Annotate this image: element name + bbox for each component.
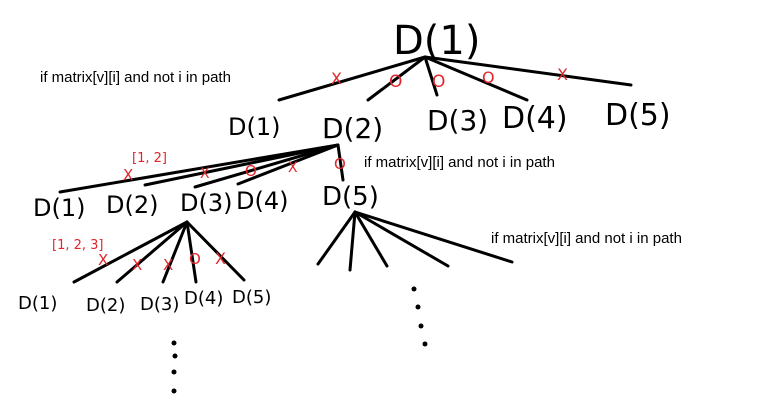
- edge-d5-child-5: [353, 210, 514, 264]
- mark-root-d4: O: [482, 68, 495, 87]
- mark-d2-d2: X: [200, 166, 210, 182]
- path-label-d3: [1, 2, 3]: [52, 238, 104, 253]
- mark-root-d1: X: [331, 69, 342, 88]
- node-level2-d1: D(1): [33, 194, 85, 222]
- condition-note-root: if matrix[v][i] and not i in path: [40, 69, 231, 86]
- node-root: D(1): [393, 18, 480, 64]
- mark-d2-d1: X: [123, 166, 133, 184]
- condition-note-d2: if matrix[v][i] and not i in path: [364, 154, 555, 171]
- edge-d2-d4: [236, 143, 340, 186]
- node-level2-d5: D(5): [322, 182, 379, 212]
- edge-d5-child-3: [353, 210, 389, 268]
- edge-d5-child-2: [348, 210, 357, 272]
- mark-d3-d3: X: [163, 256, 173, 274]
- edge-d5-child-1: [316, 210, 357, 266]
- continuation-dots-d5: [411, 286, 428, 347]
- node-level2-d4: D(4): [236, 187, 288, 215]
- path-label-d2: [1, 2]: [132, 151, 167, 166]
- edge-d3-d1: [72, 220, 189, 284]
- edge-d3-d3: [161, 220, 189, 284]
- edge-d2-d1: [58, 143, 340, 194]
- mark-d3-d5: X: [215, 249, 226, 268]
- edge-d2-d2: [143, 143, 340, 187]
- continuation-dots-d3: [171, 340, 178, 394]
- edge-root-d1: [277, 55, 427, 102]
- node-level2-d3: D(3): [180, 189, 232, 217]
- edge-d3-d2: [115, 220, 189, 284]
- node-level1-d3: D(3): [427, 104, 488, 137]
- mark-root-d3: O: [432, 72, 445, 92]
- edge-root-d3: [423, 55, 439, 97]
- mark-d3-d4: O: [189, 250, 201, 268]
- mark-d3-d2: X: [132, 256, 142, 274]
- edge-d3-d5: [185, 220, 246, 282]
- mark-d2-d3: O: [245, 162, 257, 180]
- edge-root-d2: [366, 55, 427, 102]
- edge-root-d4: [423, 55, 529, 102]
- node-level1-d5: D(5): [605, 98, 671, 133]
- node-level3-d2: D(2): [86, 295, 125, 316]
- mark-root-d5: X: [557, 65, 568, 84]
- mark-d2-d4: X: [288, 160, 298, 176]
- node-level3-d5: D(5): [232, 287, 271, 308]
- mark-d3-d1: X: [98, 251, 108, 269]
- mark-d2-d5: O: [334, 155, 346, 173]
- node-level1-d2: D(2): [322, 112, 383, 145]
- node-level1-d1: D(1): [228, 113, 280, 141]
- node-level1-d4: D(4): [502, 101, 568, 136]
- mark-root-d2: O: [389, 72, 402, 92]
- node-level2-d2: D(2): [106, 191, 158, 219]
- edge-d5-child-4: [353, 210, 450, 268]
- condition-note-d5: if matrix[v][i] and not i in path: [491, 230, 682, 247]
- node-level3-d3: D(3): [140, 294, 179, 315]
- edge-d3-d4: [185, 220, 198, 284]
- node-level3-d4: D(4): [184, 288, 223, 309]
- edge-d2-d3: [193, 143, 340, 189]
- node-level3-d1: D(1): [18, 293, 57, 314]
- edge-root-d5: [423, 55, 633, 87]
- edge-d2-d5: [336, 143, 345, 182]
